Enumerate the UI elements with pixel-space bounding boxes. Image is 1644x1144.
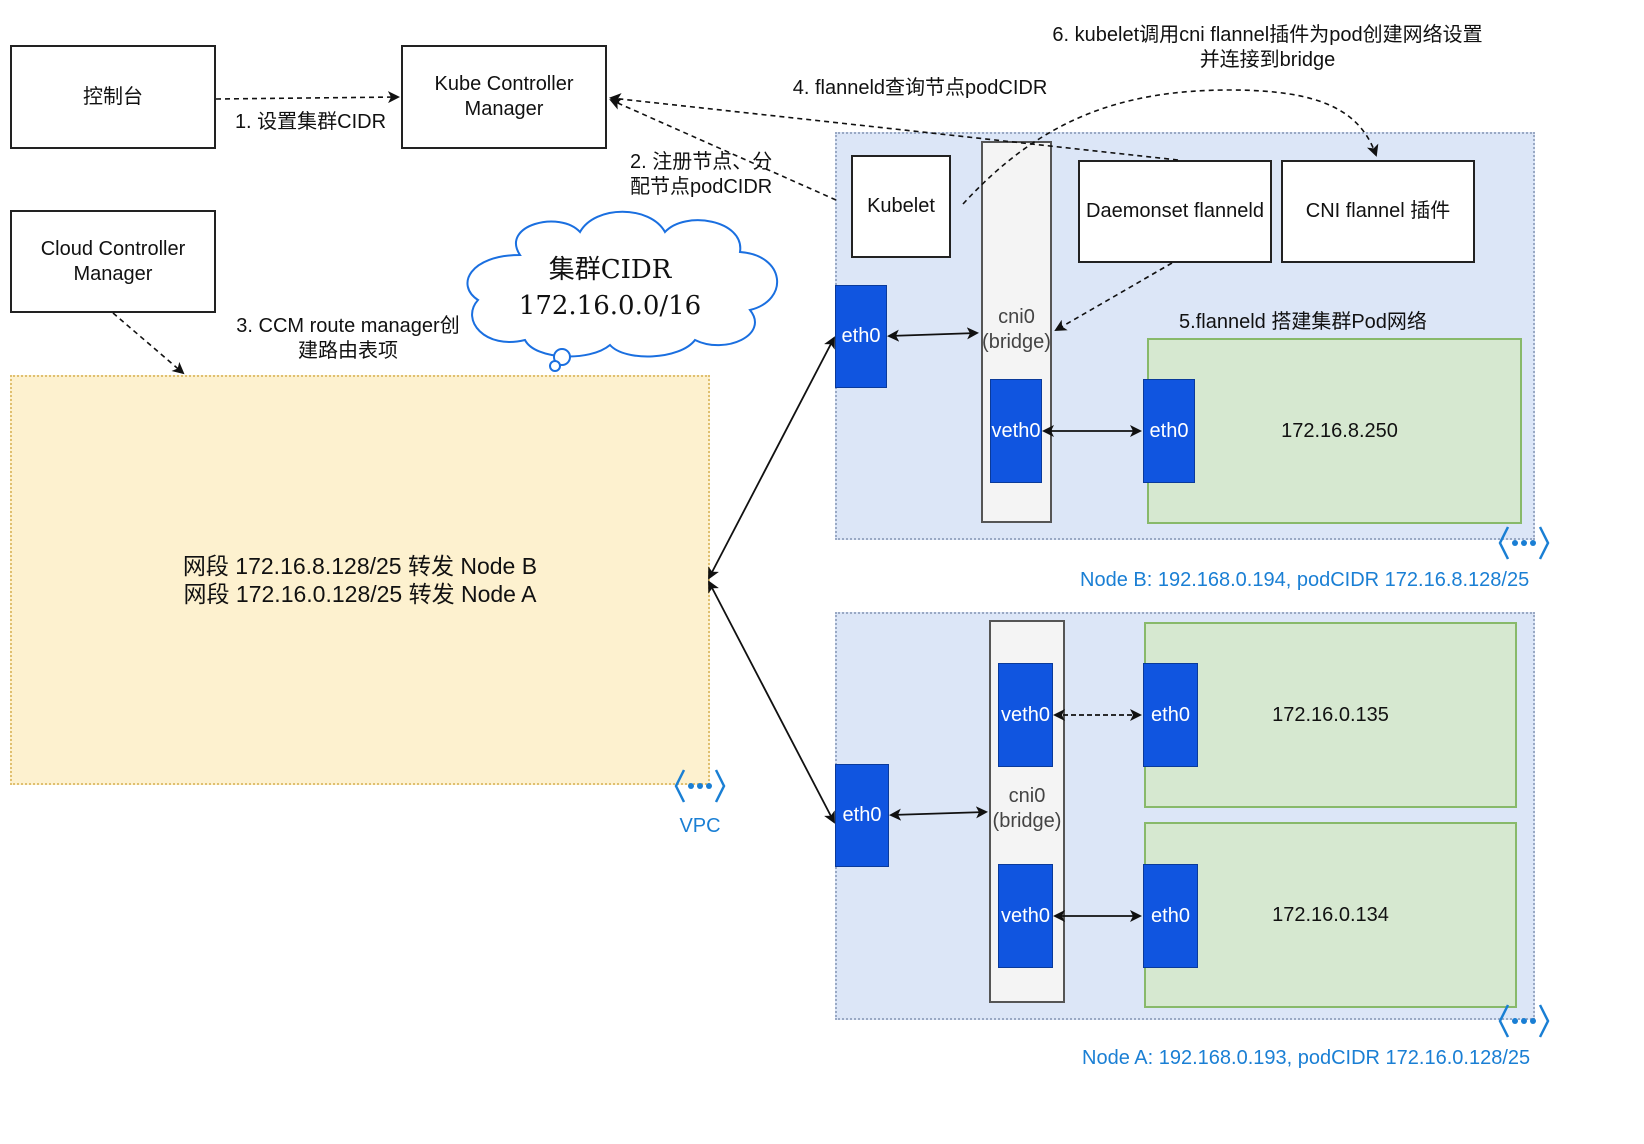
step2-label: 2. 注册节点、分 配节点podCIDR [630, 151, 773, 198]
route-node-b: 网段 172.16.8.128/25 转发 Node B [182, 553, 538, 579]
cloud-text: 集群CIDR 172.16.0.0/16 [490, 252, 730, 324]
vpc-network-icon [674, 769, 726, 803]
node-b-eth0[interactable]: eth0 [835, 285, 887, 388]
vpc-route-table: 网段 172.16.8.128/25 转发 Node B 网段 172.16.0… [100, 552, 620, 608]
step1-label: 1. 设置集群CIDR [234, 111, 387, 133]
cluster-cidr-title: 集群CIDR [548, 255, 672, 285]
step4-label: 4. flanneld查询节点podCIDR [792, 77, 1048, 99]
pod-ip-label: 172.16.0.135 [1272, 703, 1389, 726]
node-a-veth0-2[interactable]: veth0 [998, 864, 1053, 968]
node-a-pod1-eth0[interactable]: eth0 [1143, 663, 1198, 767]
pod-node-b: 172.16.8.250 [1147, 338, 1522, 524]
arrow-step5 [1054, 262, 1173, 332]
node-a-label: Node A: 192.168.0.193, podCIDR 172.16.0.… [1082, 1047, 1531, 1069]
bridge-label: cni0 (bridge) [982, 305, 1051, 353]
cluster-cidr-value: 172.16.0.0/16 [518, 291, 702, 321]
arrow-step6 [962, 89, 1379, 205]
pod-node-a-2: 172.16.0.134 [1144, 822, 1517, 1008]
pod-ip-label: 172.16.8.250 [1281, 419, 1398, 442]
route-node-a: 网段 172.16.0.128/25 转发 Node A [183, 581, 537, 607]
pod-ip-label: 172.16.0.134 [1272, 903, 1389, 926]
kube-controller-manager-box[interactable]: Kube Controller Manager [401, 45, 607, 149]
link-vpc-node-b [708, 336, 835, 580]
node-b-veth0[interactable]: veth0 [990, 379, 1042, 483]
link-eth0-bridge-b [887, 327, 979, 342]
node-a-eth0[interactable]: eth0 [835, 764, 889, 867]
pod-node-a-1: 172.16.0.135 [1144, 622, 1517, 808]
node-b-label: Node B: 192.168.0.194, podCIDR 172.16.8.… [1080, 569, 1530, 591]
step5-label: 5.flanneld 搭建集群Pod网络 [1179, 311, 1427, 333]
vpc-label: VPC [679, 815, 721, 837]
cloud-shape [466, 210, 778, 372]
node-a-veth0-1[interactable]: veth0 [998, 663, 1053, 767]
kubelet-box[interactable]: Kubelet [851, 155, 951, 258]
vpc-area [10, 375, 710, 785]
node-a-network-icon [1498, 1004, 1550, 1038]
link-eth0-bridge-a [889, 806, 988, 821]
node-b-pod-eth0[interactable]: eth0 [1143, 379, 1195, 483]
arrow-step1 [215, 91, 400, 104]
cloud-controller-manager-box[interactable]: Cloud Controller Manager [10, 210, 216, 313]
console-box[interactable]: 控制台 [10, 45, 216, 149]
link-vpc-node-a [708, 580, 835, 824]
step6-label: 6. kubelet调用cni flannel插件为pod创建网络设置 并连接到… [1052, 24, 1483, 71]
bridge-label: cni0 (bridge) [992, 784, 1062, 832]
daemonset-flanneld-box[interactable]: Daemonset flanneld [1078, 160, 1272, 263]
step3-label: 3. CCM route manager创 建路由表项 [236, 315, 460, 362]
node-a-pod2-eth0[interactable]: eth0 [1143, 864, 1198, 968]
node-b-network-icon [1498, 526, 1550, 560]
arrow-step3 [112, 312, 185, 375]
cni-flannel-plugin-box[interactable]: CNI flannel 插件 [1281, 160, 1475, 263]
